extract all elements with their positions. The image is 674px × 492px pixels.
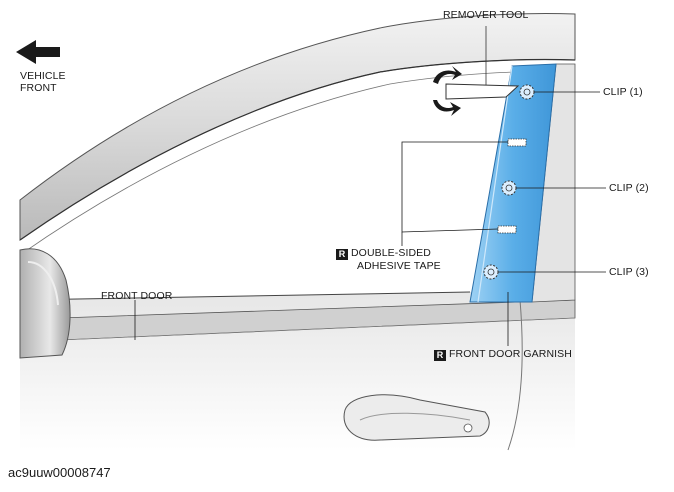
vehicle-front-label-line2: FRONT [20, 82, 57, 94]
door-handle [343, 394, 490, 441]
clip-1-label: CLIP (1) [603, 86, 643, 98]
side-mirror [19, 248, 71, 359]
tape-label-text1: DOUBLE-SIDED [351, 247, 431, 259]
window-frame [19, 13, 576, 303]
clip-3-icon [483, 264, 499, 280]
front-door-panel [20, 290, 576, 451]
tape-2-icon [497, 225, 517, 234]
replace-marker-icon: R [336, 249, 348, 260]
clip-2-icon [501, 180, 517, 196]
arrow-left-icon [16, 40, 60, 64]
replace-marker-icon-2: R [434, 350, 446, 361]
front-door-label: FRONT DOOR [101, 290, 173, 302]
leader-lines [134, 91, 606, 346]
tape-label-line2: ADHESIVE TAPE [357, 260, 441, 272]
figure-caption: ac9uuw00008747 [8, 465, 111, 480]
vehicle-front-label-line1: VEHICLE [20, 70, 66, 82]
remover-tool [445, 26, 520, 100]
rotate-arrow-icon [433, 66, 462, 116]
clip-2-label: CLIP (2) [609, 182, 649, 194]
tape-1-icon [507, 138, 527, 147]
remover-tool-label: REMOVER TOOL [443, 9, 529, 21]
clip-1-icon [519, 84, 535, 100]
garnish-label-text: FRONT DOOR GARNISH [449, 348, 572, 360]
clip-3-label: CLIP (3) [609, 266, 649, 278]
